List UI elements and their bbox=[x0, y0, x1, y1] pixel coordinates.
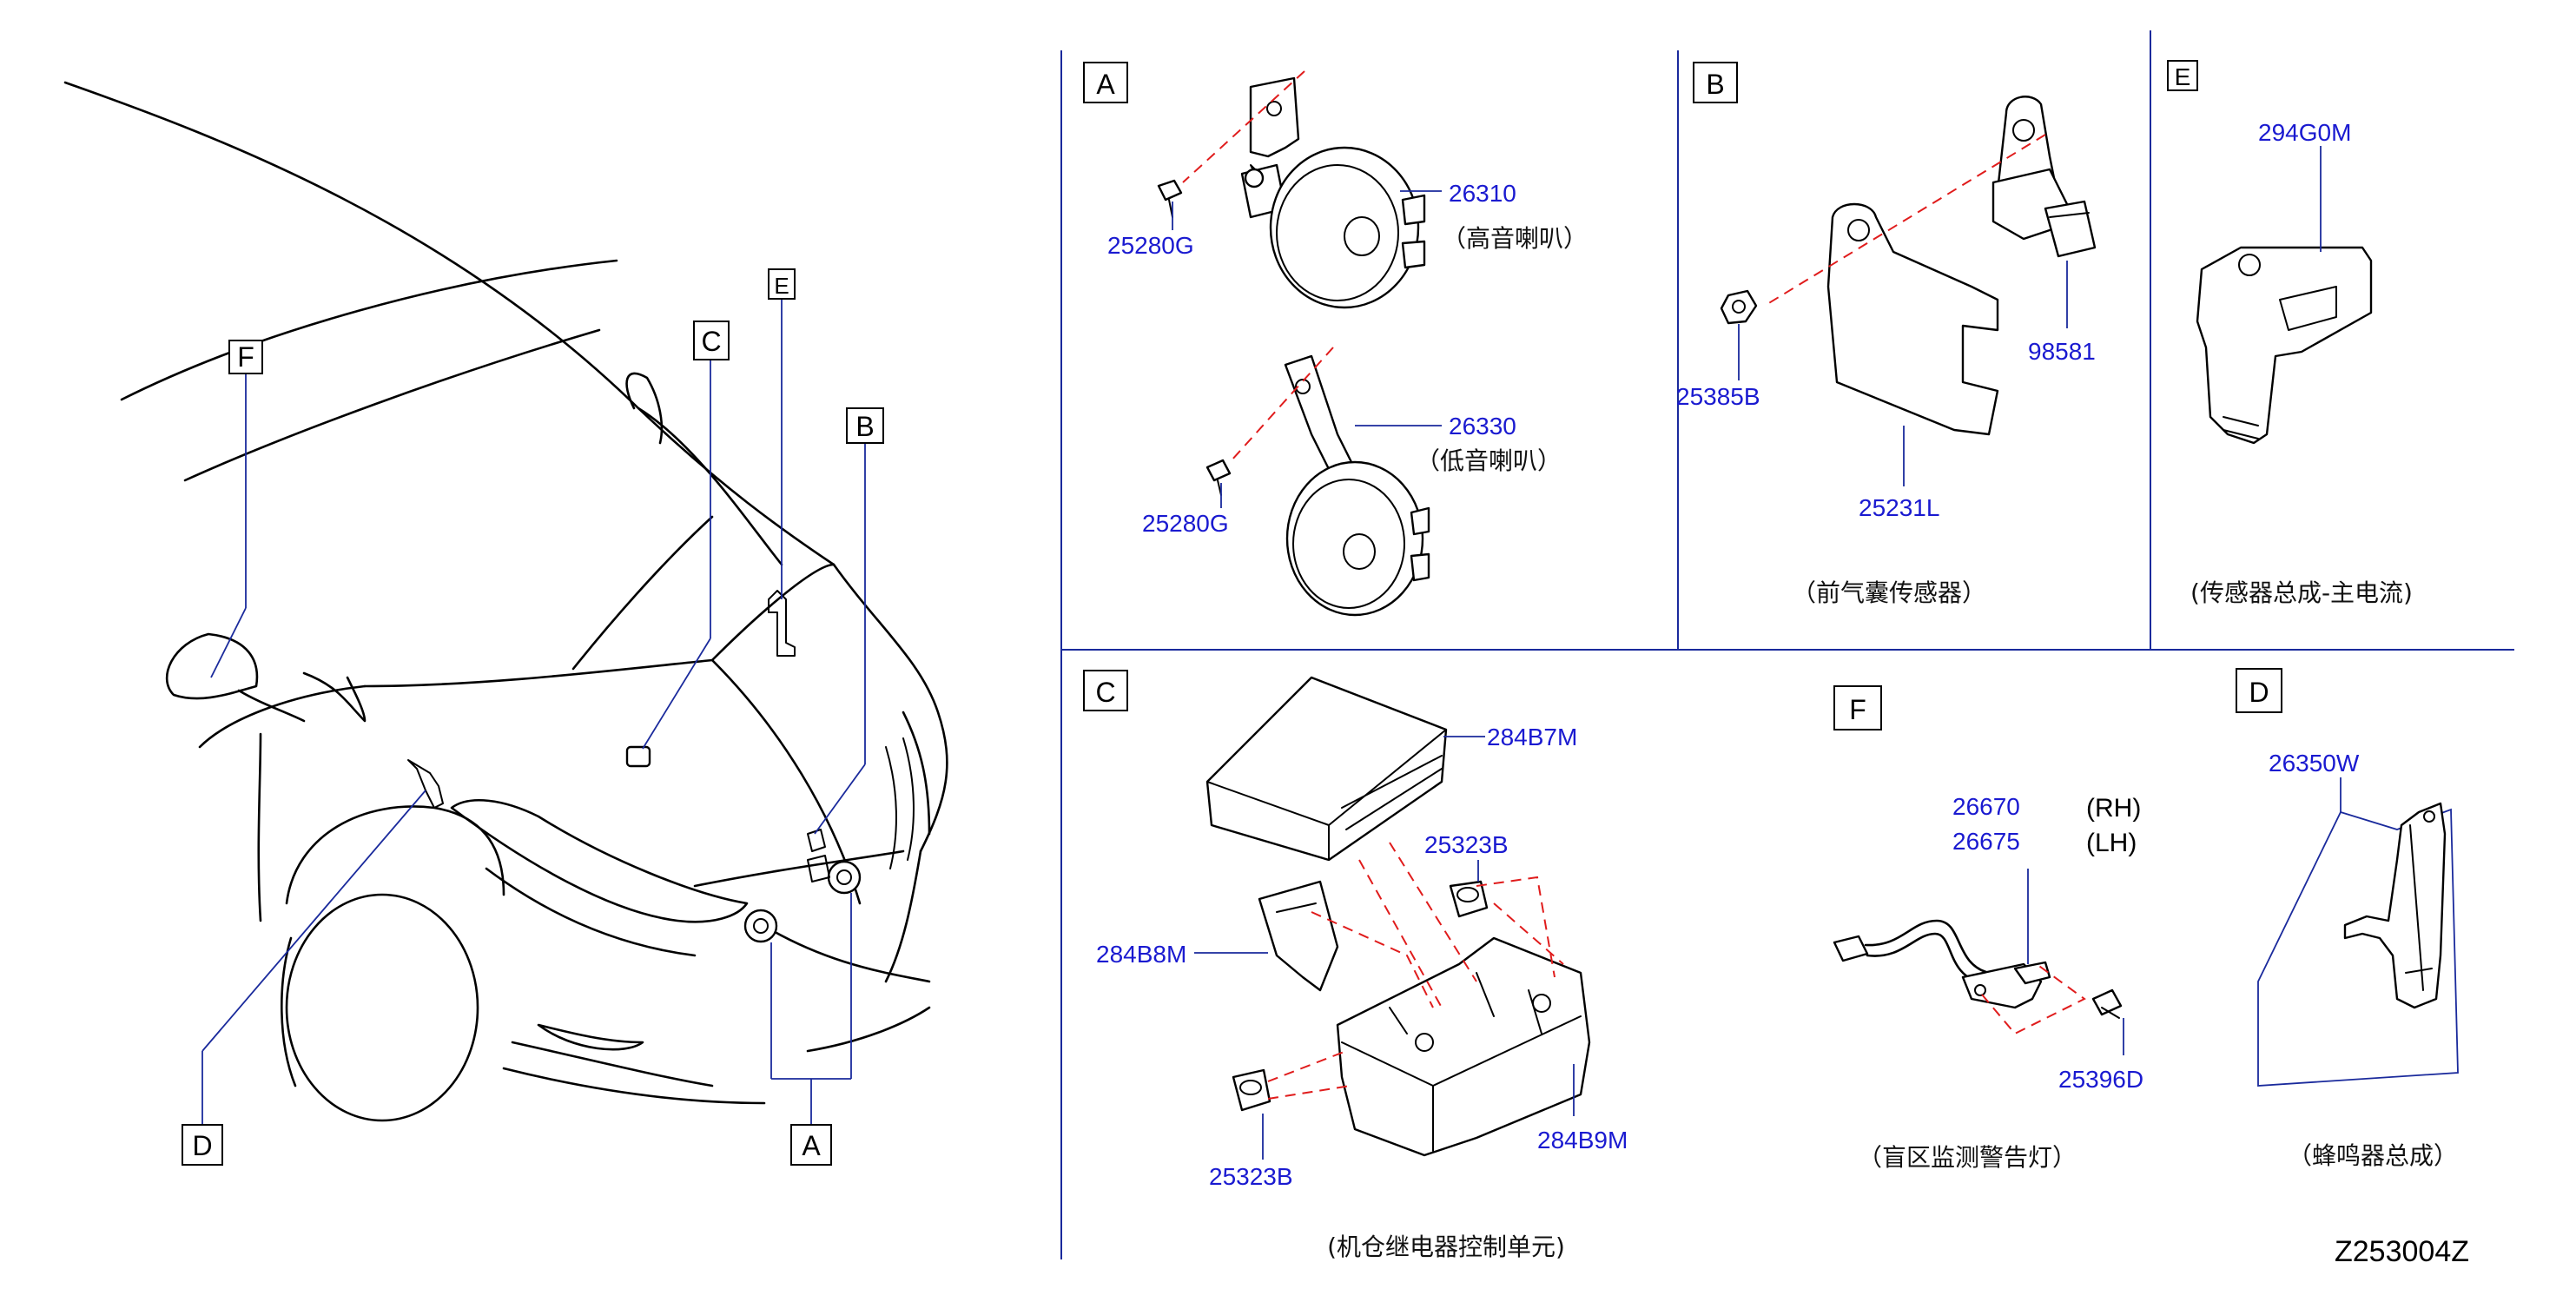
panel-caption: （蜂鸣器总成） bbox=[2288, 1141, 2458, 1170]
panel-caption: (机仓继电器控制单元) bbox=[1327, 1233, 1565, 1261]
part-number: 294G0M bbox=[2258, 119, 2351, 146]
bolt-25280G-upper bbox=[1157, 179, 1183, 218]
overview-callout-D: D bbox=[182, 1124, 223, 1166]
nut-25385B bbox=[1720, 289, 1758, 325]
grommet-25323B-lower bbox=[1232, 1068, 1271, 1112]
panel-F: F 26670 (RH) 26675 (LH) 25396D （盲区监测警告灯） bbox=[1833, 685, 2143, 1172]
part-number: 25231L bbox=[1859, 494, 1939, 521]
part-description: （高音喇叭） bbox=[1442, 224, 1588, 253]
callout-label: A bbox=[802, 1130, 821, 1161]
panel-A: A 25280G 26310 （高音喇叭） bbox=[1083, 62, 1588, 617]
part-side: (LH) bbox=[2086, 829, 2137, 857]
panel-label: A bbox=[1096, 69, 1115, 100]
overview-callout-C: C bbox=[693, 321, 730, 360]
panel-label: F bbox=[1849, 694, 1866, 725]
panel-B: B 25385B 98581 25231L （前气囊传感器） bbox=[1676, 62, 2097, 607]
overview-callout-A: A bbox=[790, 1124, 832, 1166]
airbag-sensor-drawing bbox=[1991, 96, 2097, 258]
overview-callout-B: B bbox=[846, 407, 884, 444]
part-number: 25280G bbox=[1107, 232, 1194, 259]
callout-label: B bbox=[855, 411, 874, 442]
panel-separators bbox=[1060, 30, 2514, 1259]
panel-caption: （盲区监测警告灯） bbox=[1858, 1143, 2077, 1172]
overview-callout-E: E bbox=[768, 268, 796, 300]
panel-caption: (传感器总成-主电流) bbox=[2190, 578, 2413, 607]
part-number: 26330 bbox=[1449, 413, 1516, 440]
panel-E: E 294G0M (传感器总成-主电流) bbox=[2167, 60, 2413, 607]
part-number: 284B7M bbox=[1487, 724, 1577, 750]
panel-label: D bbox=[2249, 677, 2269, 708]
bolt-25280G-lower bbox=[1205, 459, 1232, 496]
panel-label: C bbox=[1095, 677, 1115, 708]
control-module-284B7M-drawing bbox=[1205, 676, 1448, 862]
callout-label: F bbox=[237, 341, 254, 373]
panel-C: C 284B7M 25323B 284B8M bbox=[1083, 670, 1628, 1261]
part-number: 25323B bbox=[1424, 831, 1509, 858]
bsw-lamp-drawing bbox=[1833, 919, 2051, 1009]
overview-leaders bbox=[201, 300, 866, 1125]
grommet-25323B-upper bbox=[1449, 880, 1489, 918]
part-number: 25280G bbox=[1142, 510, 1229, 537]
high-tone-horn-drawing bbox=[1240, 76, 1426, 309]
bracket-25231L-drawing bbox=[1826, 202, 1999, 436]
part-number: 25323B bbox=[1209, 1163, 1293, 1190]
screw-25396D bbox=[2091, 988, 2123, 1019]
part-number: 26310 bbox=[1449, 180, 1516, 207]
part-number: 25385B bbox=[1676, 383, 1760, 410]
callout-label: D bbox=[192, 1130, 212, 1161]
part-number: 26675 bbox=[1952, 828, 2020, 855]
callout-label: E bbox=[774, 273, 789, 299]
part-number: 26670 bbox=[1952, 793, 2020, 820]
part-side: (RH) bbox=[2086, 794, 2141, 823]
relay-box-284B9M-drawing bbox=[1336, 936, 1591, 1157]
panel-caption: （前气囊传感器） bbox=[1792, 578, 1986, 607]
panel-label: E bbox=[2175, 63, 2191, 90]
panel-D: D 26350W （蜂鸣器总成） bbox=[2236, 668, 2459, 1170]
callout-label: C bbox=[701, 326, 721, 357]
current-sensor-drawing bbox=[2196, 246, 2373, 445]
diagram-code: Z253004Z bbox=[2335, 1235, 2469, 1268]
part-number: 25396D bbox=[2058, 1066, 2143, 1093]
part-number: 98581 bbox=[2028, 338, 2096, 365]
buzzer-assembly-drawing bbox=[2343, 802, 2447, 1009]
part-description: （低音喇叭） bbox=[1416, 446, 1562, 475]
low-tone-horn-drawing bbox=[1284, 354, 1430, 617]
part-number: 26350W bbox=[2269, 750, 2360, 777]
part-number: 284B8M bbox=[1096, 941, 1186, 968]
panel-label: B bbox=[1706, 69, 1724, 100]
vehicle-overview-drawing bbox=[63, 81, 948, 1122]
overview-callout-F: F bbox=[228, 340, 263, 374]
bracket-284B8M-drawing bbox=[1258, 880, 1339, 992]
part-number: 284B9M bbox=[1537, 1127, 1628, 1153]
